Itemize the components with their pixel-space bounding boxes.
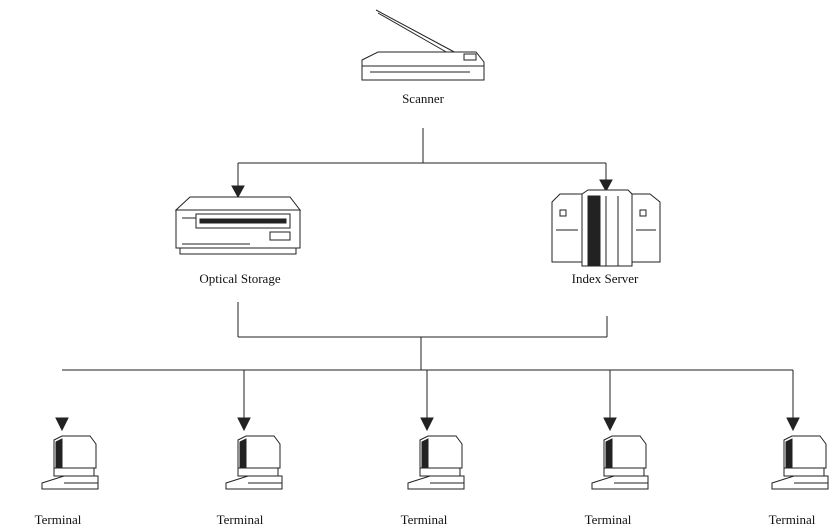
arrow-to-terminal-2 <box>237 417 251 432</box>
arrow-to-terminal-5 <box>786 417 800 432</box>
optical-storage-node: Optical Storage <box>174 196 302 286</box>
scanner-icon <box>361 9 485 81</box>
computer-terminal-icon <box>41 435 99 490</box>
terminal-label: Terminal <box>35 512 82 527</box>
arrow-to-terminal-4 <box>603 417 617 432</box>
arrow-to-terminal-3 <box>420 417 434 432</box>
terminal-node: Terminal <box>401 435 465 527</box>
computer-terminal-icon <box>591 435 649 490</box>
terminal-label: Terminal <box>217 512 264 527</box>
terminal-node: Terminal <box>585 435 649 527</box>
terminal-label: Terminal <box>769 512 816 527</box>
terminal-node: Terminal <box>217 435 283 527</box>
server-icon <box>551 189 661 267</box>
computer-terminal-icon <box>225 435 283 490</box>
arrow-to-optical-storage <box>231 185 245 199</box>
connectors <box>55 128 800 432</box>
index-server-label: Index Server <box>572 271 639 286</box>
computer-terminal-icon <box>771 435 829 490</box>
arrow-to-terminal-1 <box>55 417 69 432</box>
arrow-to-index-server <box>599 179 613 193</box>
terminal-node: Terminal <box>769 435 829 527</box>
terminal-node: Terminal <box>35 435 99 527</box>
terminal-label: Terminal <box>401 512 448 527</box>
computer-terminal-icon <box>407 435 465 490</box>
terminal-label: Terminal <box>585 512 632 527</box>
optical-storage-label: Optical Storage <box>199 271 280 286</box>
index-server-node: Index Server <box>551 189 661 286</box>
scanner-node: Scanner <box>361 9 485 106</box>
scanner-label: Scanner <box>402 91 445 106</box>
optical-drive-icon <box>174 196 302 255</box>
